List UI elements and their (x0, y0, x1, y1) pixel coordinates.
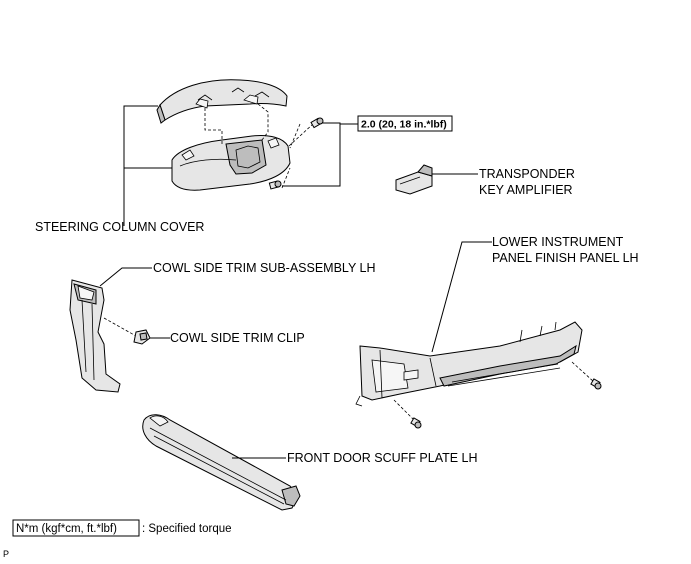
cover-guide-lines (204, 103, 301, 189)
label-front-door-scuff-plate: FRONT DOOR SCUFF PLATE LH (287, 451, 478, 465)
legend-unit-text: N*m (kgf*cm, ft.*lbf) (16, 523, 117, 535)
label-transponder-line1: TRANSPONDER (479, 167, 575, 181)
legend-description: : Specified torque (142, 523, 232, 535)
lower-panel-screw-bottom (393, 399, 422, 429)
transponder-key-amplifier (395, 164, 433, 195)
cowl-side-trim-clip (103, 317, 151, 345)
label-lower-panel-line1: LOWER INSTRUMENT (492, 235, 624, 249)
leader-torque-bracket (282, 122, 358, 187)
cover-screw-upper (288, 117, 324, 147)
legend-unit-box (12, 519, 140, 537)
label-lower-panel-line2: PANEL FINISH PANEL LH (492, 251, 639, 265)
steering-column-upper-cover (156, 79, 288, 124)
leader-cowl-side-trim (99, 267, 152, 287)
front-door-scuff-plate (142, 414, 301, 511)
torque-legend: N*m (kgf*cm, ft.*lbf) : Specified torque (12, 519, 232, 537)
steering-column-lower-cover (171, 135, 291, 191)
torque-value-label: 2.0 (20, 18 in.*lbf) (361, 119, 447, 131)
leader-lower-panel (431, 241, 492, 353)
leader-steering-column-cover (123, 105, 172, 226)
label-cowl-side-trim: COWL SIDE TRIM SUB-ASSEMBLY LH (153, 261, 376, 275)
cowl-side-trim (69, 279, 121, 393)
lower-instrument-panel-finish-panel (355, 321, 583, 407)
lower-panel-screw-right (571, 361, 602, 390)
torque-callout: 2.0 (20, 18 in.*lbf) (357, 115, 453, 132)
label-transponder-line2: KEY AMPLIFIER (479, 183, 573, 197)
label-cowl-side-trim-clip: COWL SIDE TRIM CLIP (170, 331, 305, 345)
label-steering-column-cover: STEERING COLUMN COVER (35, 220, 204, 234)
cover-screw-lower (268, 180, 282, 190)
corner-mark: P (3, 549, 9, 559)
